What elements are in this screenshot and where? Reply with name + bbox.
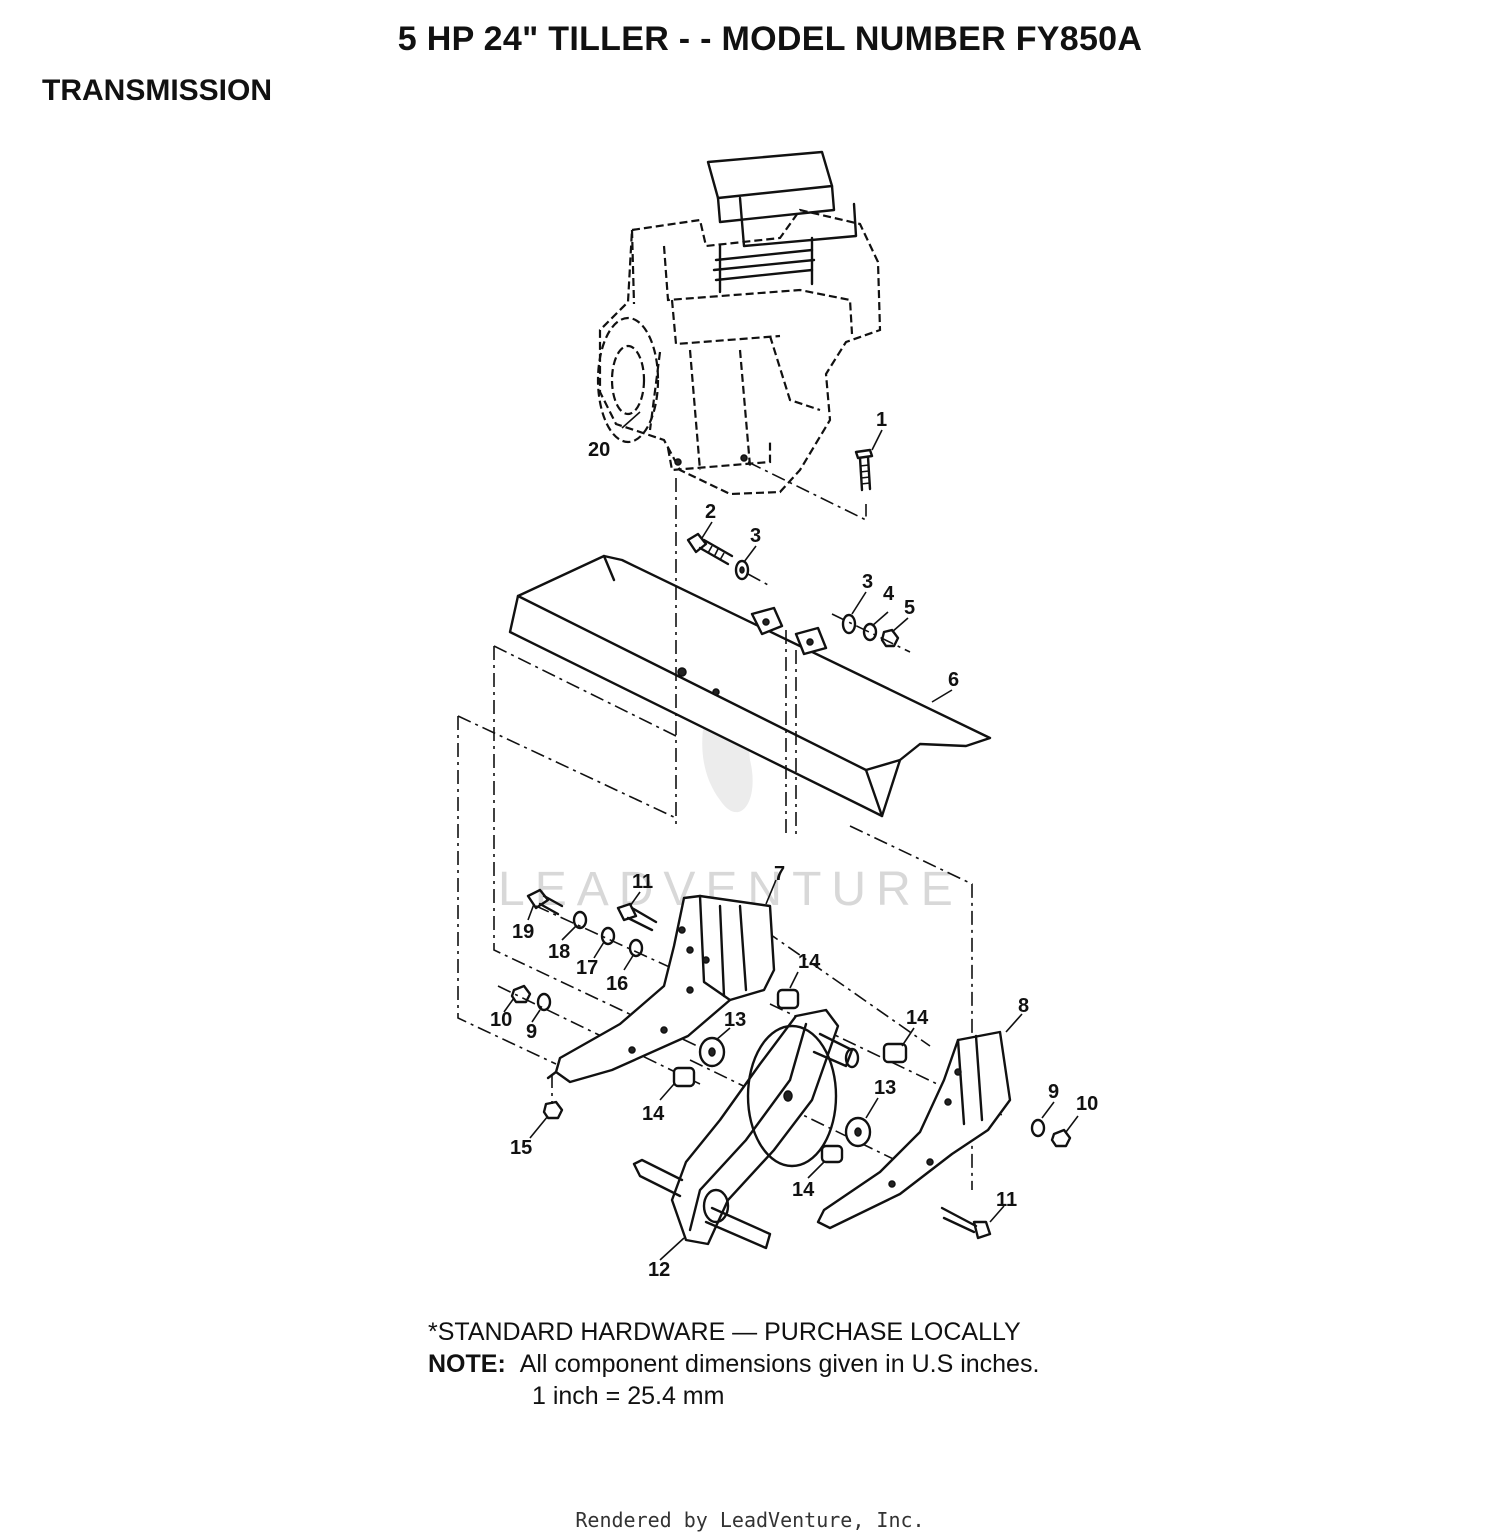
- washer-9-a: [536, 992, 552, 1012]
- washer-17: [600, 926, 616, 946]
- callout-leaders: [503, 411, 1079, 1261]
- callout-20: 20: [588, 439, 610, 461]
- bolt-1: [854, 448, 874, 492]
- note-text: All component dimensions given in U.S in…: [519, 1350, 1040, 1378]
- lockwasher-4: [862, 622, 878, 642]
- callout-9-right: 9: [1048, 1081, 1059, 1103]
- bolt-11-a: [616, 902, 658, 932]
- callout-17: 17: [576, 957, 598, 979]
- spacer-14-d: [820, 1144, 844, 1164]
- nut-10-a: [510, 984, 532, 1004]
- callout-8: 8: [1018, 995, 1029, 1017]
- callout-3-upper: 3: [750, 525, 761, 547]
- nut-10-b: [1050, 1128, 1072, 1148]
- leader-345: [831, 613, 911, 653]
- spacer-14-c: [672, 1066, 696, 1088]
- footer-credit: Rendered by LeadVenture, Inc.: [575, 1508, 925, 1532]
- leader-1: [747, 461, 867, 522]
- engine-20: [596, 150, 882, 496]
- section-heading: TRANSMISSION: [42, 74, 273, 107]
- bracket-7: [546, 894, 776, 1084]
- bolt-11-b: [940, 1206, 992, 1240]
- callout-10-right: 10: [1076, 1093, 1098, 1115]
- callout-14-bottom: 14: [792, 1179, 815, 1201]
- callout-6: 6: [948, 669, 959, 691]
- callout-11-upper: 11: [632, 871, 653, 893]
- bracket-8: [816, 1030, 1012, 1230]
- callout-15: 15: [510, 1137, 532, 1159]
- callout-13-right: 13: [874, 1077, 896, 1099]
- spacer-14-b: [882, 1042, 908, 1064]
- callout-labels: 20 1 2 3 3 4 5 6 7 8 11 19 18 17 16 14 1…: [490, 409, 1098, 1281]
- callout-18: 18: [548, 941, 570, 963]
- washer-9-b: [1030, 1118, 1046, 1138]
- callout-13-left: 13: [724, 1009, 746, 1031]
- bolt-2: [686, 532, 734, 566]
- callout-16: 16: [606, 973, 628, 995]
- callout-10-left: 10: [490, 1009, 512, 1031]
- transmission-12: [632, 1008, 860, 1250]
- callout-9-left: 9: [526, 1021, 537, 1043]
- dimensions-note: NOTE: All component dimensions given in …: [428, 1350, 1039, 1378]
- conversion-note: 1 inch = 25.4 mm: [532, 1382, 725, 1410]
- washer-13-b: [844, 1116, 872, 1148]
- callout-11-lower: 11: [996, 1189, 1017, 1211]
- leader-2: [747, 573, 771, 587]
- callout-1: 1: [876, 409, 887, 431]
- callout-7: 7: [774, 863, 785, 885]
- washer-18: [572, 910, 588, 930]
- page-title: 5 HP 24" TILLER - - MODEL NUMBER FY850A: [397, 20, 1143, 58]
- washer-16: [628, 938, 644, 958]
- washer-13-a: [698, 1036, 726, 1068]
- callout-2: 2: [705, 501, 716, 523]
- callout-5: 5: [904, 597, 915, 619]
- spacer-14-a: [776, 988, 800, 1010]
- standard-hardware-note: *STANDARD HARDWARE — PURCHASE LOCALLY: [428, 1318, 1021, 1346]
- callout-4: 4: [883, 583, 895, 605]
- notes-block: *STANDARD HARDWARE — PURCHASE LOCALLY NO…: [428, 1316, 1039, 1412]
- callout-19: 19: [512, 921, 534, 943]
- nut-5: [880, 628, 900, 648]
- washer-3b: [841, 613, 857, 635]
- washer-3a: [734, 559, 750, 581]
- callout-14-right: 14: [906, 1007, 929, 1029]
- tine-shield-6: [508, 554, 992, 818]
- callout-14-top: 14: [798, 951, 821, 973]
- callout-3-right: 3: [862, 571, 873, 593]
- nut-15: [542, 1100, 564, 1120]
- note-label: NOTE:: [428, 1350, 506, 1378]
- callout-14-left: 14: [642, 1103, 665, 1125]
- callout-12: 12: [648, 1259, 670, 1281]
